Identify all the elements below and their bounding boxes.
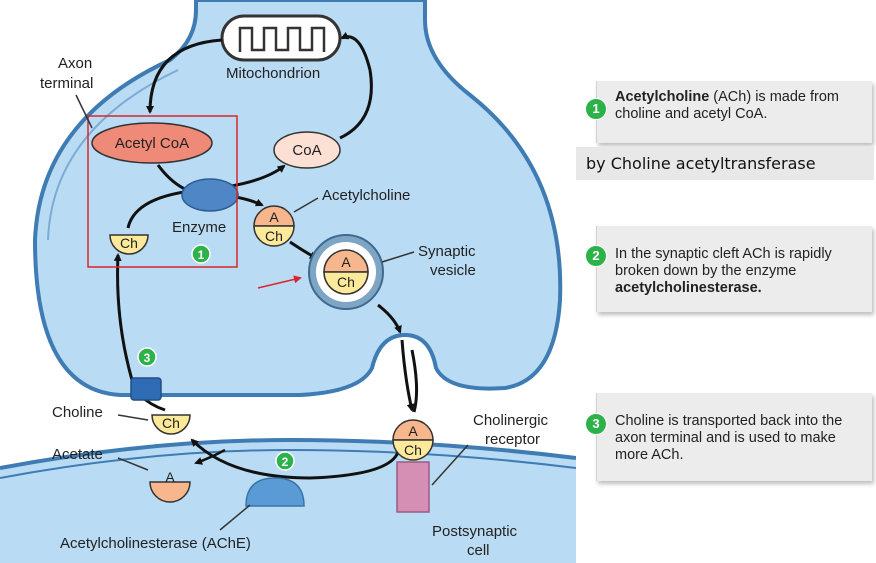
axon-terminal [32, 0, 563, 397]
axon-terminal-label-2: terminal [40, 75, 93, 92]
choline-transporter [130, 377, 162, 401]
choline-molecule-top [109, 234, 149, 255]
receptor-leader [431, 444, 469, 486]
arrow-release [400, 339, 415, 412]
step-2-number: 2 [282, 455, 289, 469]
arrow-coa-to-mito [339, 31, 373, 140]
receptor-ch-label: Ch [404, 442, 422, 458]
arrow-ach-to-choline [190, 438, 400, 480]
ch-label-cleft: Ch [162, 415, 180, 431]
arrow-to-acetate [194, 448, 226, 465]
mitochondrion-label: Mitochondrion [226, 65, 320, 82]
coa-label: CoA [292, 142, 321, 159]
step-1-number: 1 [198, 248, 205, 262]
step-1-rest: (ACh) is made from choline and acetyl Co… [615, 89, 840, 122]
step-3-panel-badge: 3 [585, 413, 607, 435]
cholinergic-receptor-label-2: receptor [485, 431, 540, 448]
step-2-badge [275, 451, 295, 471]
step-2-rest: In the synaptic cleft ACh is rapidly bro… [615, 246, 832, 279]
synapse-diagram: Mitochondrion Acetyl CoA CoA Enzyme Ch A… [0, 0, 576, 563]
step-2-panel-text: In the synaptic cleft ACh is rapidly bro… [615, 246, 862, 297]
axon-terminal-leader [75, 94, 93, 129]
enzyme-molecule [181, 178, 239, 212]
step-3-badge [137, 347, 157, 367]
cholinergic-receptor-label-1: Cholinergic [473, 412, 549, 429]
step-3-panel: 3 Choline is transported back into the a… [585, 393, 872, 481]
step-1-badge [191, 244, 211, 264]
acetate-label: Acetate [52, 446, 103, 463]
arrow-mito-to-acetylcoa [146, 38, 223, 114]
step-2-bold: acetylcholinesterase. [615, 280, 762, 296]
annotation-note: by Choline acetyltransferase [576, 147, 874, 180]
ache-enzyme [245, 477, 305, 507]
step-1-bold: Acetylcholine [615, 89, 710, 105]
choline-leader [117, 414, 149, 421]
enzyme-label: Enzyme [172, 219, 226, 236]
ch-label-top: Ch [120, 235, 138, 251]
postsynaptic-label-2: cell [467, 542, 490, 559]
postsynaptic-label-1: Postsynaptic [432, 523, 518, 540]
step-1-panel: 1 Acetylcholine (ACh) is made from choli… [585, 81, 872, 143]
ach-a-label: A [269, 209, 279, 225]
acetate-molecule [149, 481, 191, 503]
vesicle-ch-label: Ch [337, 274, 355, 290]
red-pointer-arrow [257, 275, 302, 289]
arrow-transport-up [113, 253, 134, 381]
vesicle-a-label: A [341, 254, 351, 270]
step-3-panel-text: Choline is transported back into the axo… [615, 413, 843, 463]
acetate-a-label: A [165, 469, 175, 485]
mitochondrion [220, 14, 342, 62]
ach-at-receptor [392, 419, 434, 461]
step-1-panel-text: Acetylcholine (ACh) is made from choline… [615, 89, 862, 123]
step-2-panel-badge: 2 [585, 245, 607, 267]
synaptic-vesicle-label-2: vesicle [430, 262, 476, 279]
acetylcholine-label: Acetylcholine [322, 187, 410, 204]
axon-terminal-label-1: Axon [58, 55, 92, 72]
ache-leader [219, 504, 251, 531]
coa-molecule [273, 131, 341, 169]
synaptic-vesicle [308, 234, 384, 310]
ache-label: Acetylcholinesterase (AChE) [60, 535, 251, 552]
ach-ch-label: Ch [265, 228, 283, 244]
arrow-release-2 [410, 349, 419, 413]
step-1-panel-badge: 1 [585, 98, 607, 120]
acetate-leader [117, 457, 149, 471]
acetyl-coa-molecule [91, 122, 213, 164]
synaptic-vesicle-label-1: Synaptic [418, 243, 476, 260]
step-3-number: 3 [144, 351, 151, 365]
acetylcholine-molecule [253, 205, 295, 247]
acetyl-coa-label: Acetyl CoA [115, 135, 189, 152]
arrow-vesicle-to-membrane [377, 303, 402, 334]
step-2-panel: 2 In the synaptic cleft ACh is rapidly b… [585, 226, 872, 312]
choline-label: Choline [52, 404, 103, 421]
cholinergic-receptor [396, 461, 430, 513]
ach-leader [293, 197, 319, 213]
choline-molecule-cleft [151, 414, 191, 435]
vesicle-leader [381, 251, 415, 263]
highlight-box [87, 115, 238, 268]
receptor-a-label: A [408, 423, 418, 439]
